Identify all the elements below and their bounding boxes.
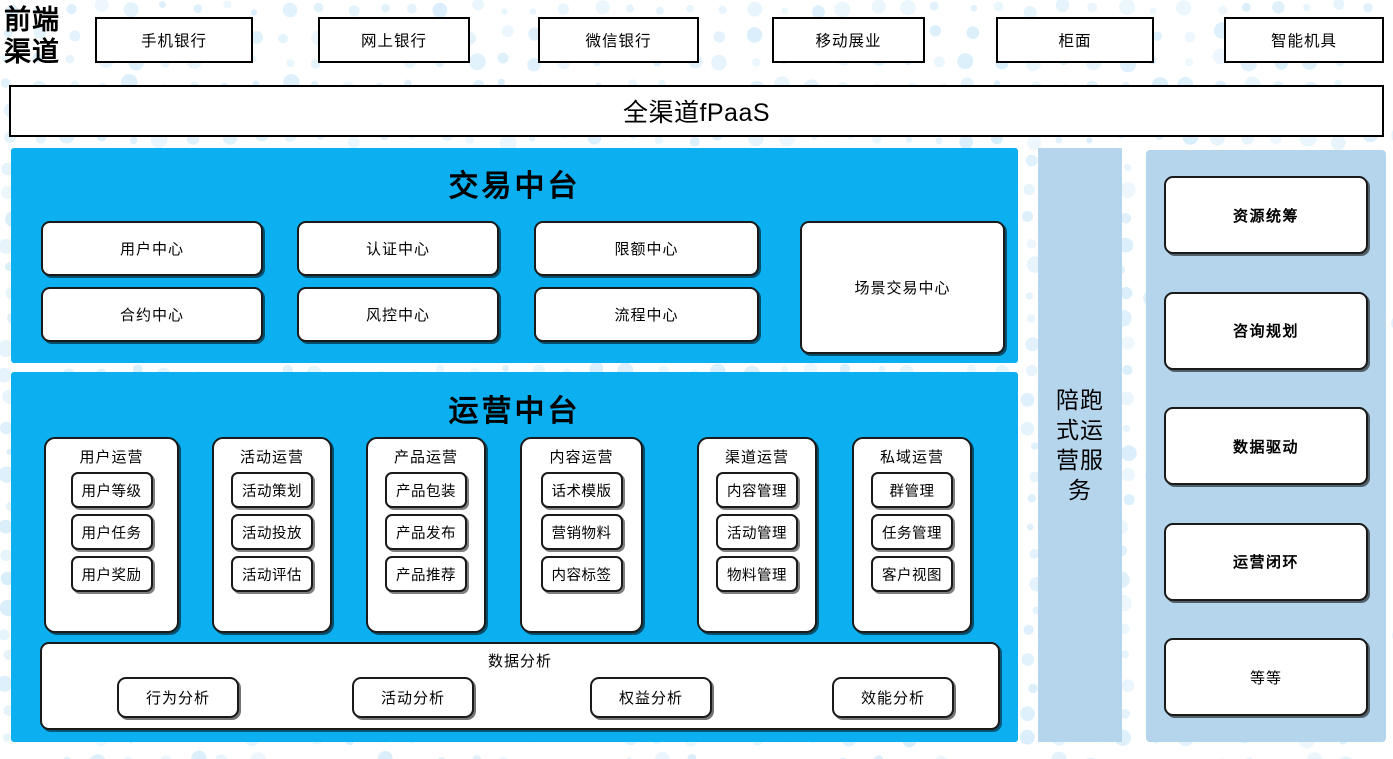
service-bar-label: 陪跑式运营服务 bbox=[1056, 387, 1104, 503]
front-channel-row: 前端 渠道 手机银行 网上银行 微信银行 移动展业 柜面 智能机具 bbox=[0, 0, 1393, 80]
ops-platform-title: 运营中台 bbox=[448, 395, 581, 428]
trade-platform-title: 交易中台 bbox=[448, 170, 581, 203]
trade-center-box-5[interactable]: 风控中心 bbox=[297, 287, 499, 342]
ops-item[interactable]: 群管理 bbox=[871, 472, 953, 508]
trade-center-box-3[interactable]: 限额中心 bbox=[534, 221, 759, 276]
analysis-box-4[interactable]: 效能分析 bbox=[832, 677, 954, 718]
ops-item[interactable]: 产品发布 bbox=[385, 514, 467, 550]
ops-item[interactable]: 活动管理 bbox=[716, 514, 798, 550]
ops-item[interactable]: 物料管理 bbox=[716, 556, 798, 592]
ops-group-title-5: 渠道运营 bbox=[724, 449, 789, 466]
ops-group-title-3: 产品运营 bbox=[393, 449, 458, 466]
service-capability-box-1[interactable]: 资源统筹 bbox=[1164, 176, 1368, 254]
channel-box-4[interactable]: 移动展业 bbox=[772, 17, 925, 63]
ops-group-4: 内容运营话术模版营销物料内容标签 bbox=[520, 437, 643, 633]
ops-item[interactable]: 活动策划 bbox=[231, 472, 313, 508]
channel-box-1[interactable]: 手机银行 bbox=[95, 17, 253, 63]
service-capability-box-5[interactable]: 等等 bbox=[1164, 638, 1368, 716]
analysis-box-3[interactable]: 权益分析 bbox=[590, 677, 712, 718]
ops-group-2: 活动运营活动策划活动投放活动评估 bbox=[212, 437, 332, 633]
ops-item[interactable]: 客户视图 bbox=[871, 556, 953, 592]
service-capability-panel: 资源统筹咨询规划数据驱动运营闭环等等 bbox=[1146, 150, 1386, 742]
ops-group-items-6: 群管理任务管理客户视图 bbox=[854, 470, 970, 592]
trade-center-box-4[interactable]: 合约中心 bbox=[41, 287, 263, 342]
ops-group-items-4: 话术模版营销物料内容标签 bbox=[522, 470, 641, 592]
analysis-box-2[interactable]: 活动分析 bbox=[352, 677, 474, 718]
ops-group-items-3: 产品包装产品发布产品推荐 bbox=[368, 470, 484, 592]
trade-center-box-2[interactable]: 认证中心 bbox=[297, 221, 499, 276]
service-capability-box-4[interactable]: 运营闭环 bbox=[1164, 522, 1368, 601]
analysis-box-1[interactable]: 行为分析 bbox=[117, 677, 239, 718]
channel-box-5[interactable]: 柜面 bbox=[996, 17, 1154, 63]
scene-transaction-center-box[interactable]: 场景交易中心 bbox=[800, 221, 1005, 354]
operations-middle-platform-panel: 运营中台 用户运营用户等级用户任务用户奖励活动运营活动策划活动投放活动评估产品运… bbox=[11, 372, 1018, 742]
ops-item[interactable]: 活动评估 bbox=[231, 556, 313, 592]
ops-item[interactable]: 任务管理 bbox=[871, 514, 953, 550]
ops-group-items-2: 活动策划活动投放活动评估 bbox=[214, 470, 330, 592]
front-channel-label-line2: 渠道 bbox=[4, 37, 60, 67]
ops-group-1: 用户运营用户等级用户任务用户奖励 bbox=[44, 437, 179, 633]
channel-box-3[interactable]: 微信银行 bbox=[538, 17, 699, 63]
omni-channel-fpaas-bar[interactable]: 全渠道fPaaS bbox=[9, 85, 1384, 137]
front-channel-label: 前端 渠道 bbox=[4, 4, 82, 68]
data-analysis-title: 数据分析 bbox=[487, 653, 552, 670]
ops-group-title-6: 私域运营 bbox=[879, 449, 944, 466]
ops-item[interactable]: 产品包装 bbox=[385, 472, 467, 508]
ops-group-title-1: 用户运营 bbox=[79, 449, 144, 466]
ops-item[interactable]: 营销物料 bbox=[540, 514, 623, 550]
ops-item[interactable]: 话术模版 bbox=[540, 472, 623, 508]
accompanying-operation-service-bar: 陪跑式运营服务 bbox=[1038, 148, 1122, 742]
ops-group-5: 渠道运营内容管理活动管理物料管理 bbox=[697, 437, 817, 633]
ops-item[interactable]: 用户奖励 bbox=[70, 556, 153, 592]
ops-group-3: 产品运营产品包装产品发布产品推荐 bbox=[366, 437, 486, 633]
service-capability-box-3[interactable]: 数据驱动 bbox=[1164, 407, 1368, 485]
service-capability-box-2[interactable]: 咨询规划 bbox=[1164, 291, 1368, 370]
ops-item[interactable]: 产品推荐 bbox=[385, 556, 467, 592]
ops-item[interactable]: 内容标签 bbox=[540, 556, 623, 592]
channel-box-2[interactable]: 网上银行 bbox=[318, 17, 470, 63]
trade-center-box-6[interactable]: 流程中心 bbox=[534, 287, 759, 342]
front-channel-label-line1: 前端 bbox=[4, 5, 60, 35]
trade-center-box-1[interactable]: 用户中心 bbox=[41, 221, 263, 276]
ops-item[interactable]: 用户等级 bbox=[70, 472, 153, 508]
ops-group-6: 私域运营群管理任务管理客户视图 bbox=[852, 437, 972, 633]
ops-group-title-2: 活动运营 bbox=[239, 449, 304, 466]
ops-group-items-1: 用户等级用户任务用户奖励 bbox=[46, 470, 177, 592]
ops-group-items-5: 内容管理活动管理物料管理 bbox=[699, 470, 815, 592]
ops-item[interactable]: 活动投放 bbox=[231, 514, 313, 550]
ops-item[interactable]: 内容管理 bbox=[716, 472, 798, 508]
trade-middle-platform-panel: 交易中台 用户中心认证中心限额中心合约中心风控中心流程中心 场景交易中心 bbox=[11, 148, 1018, 363]
ops-item[interactable]: 用户任务 bbox=[70, 514, 153, 550]
ops-group-title-4: 内容运营 bbox=[549, 449, 614, 466]
channel-box-6[interactable]: 智能机具 bbox=[1224, 17, 1384, 63]
data-analysis-strip: 数据分析 行为分析 活动分析 权益分析 效能分析 bbox=[40, 642, 1000, 730]
